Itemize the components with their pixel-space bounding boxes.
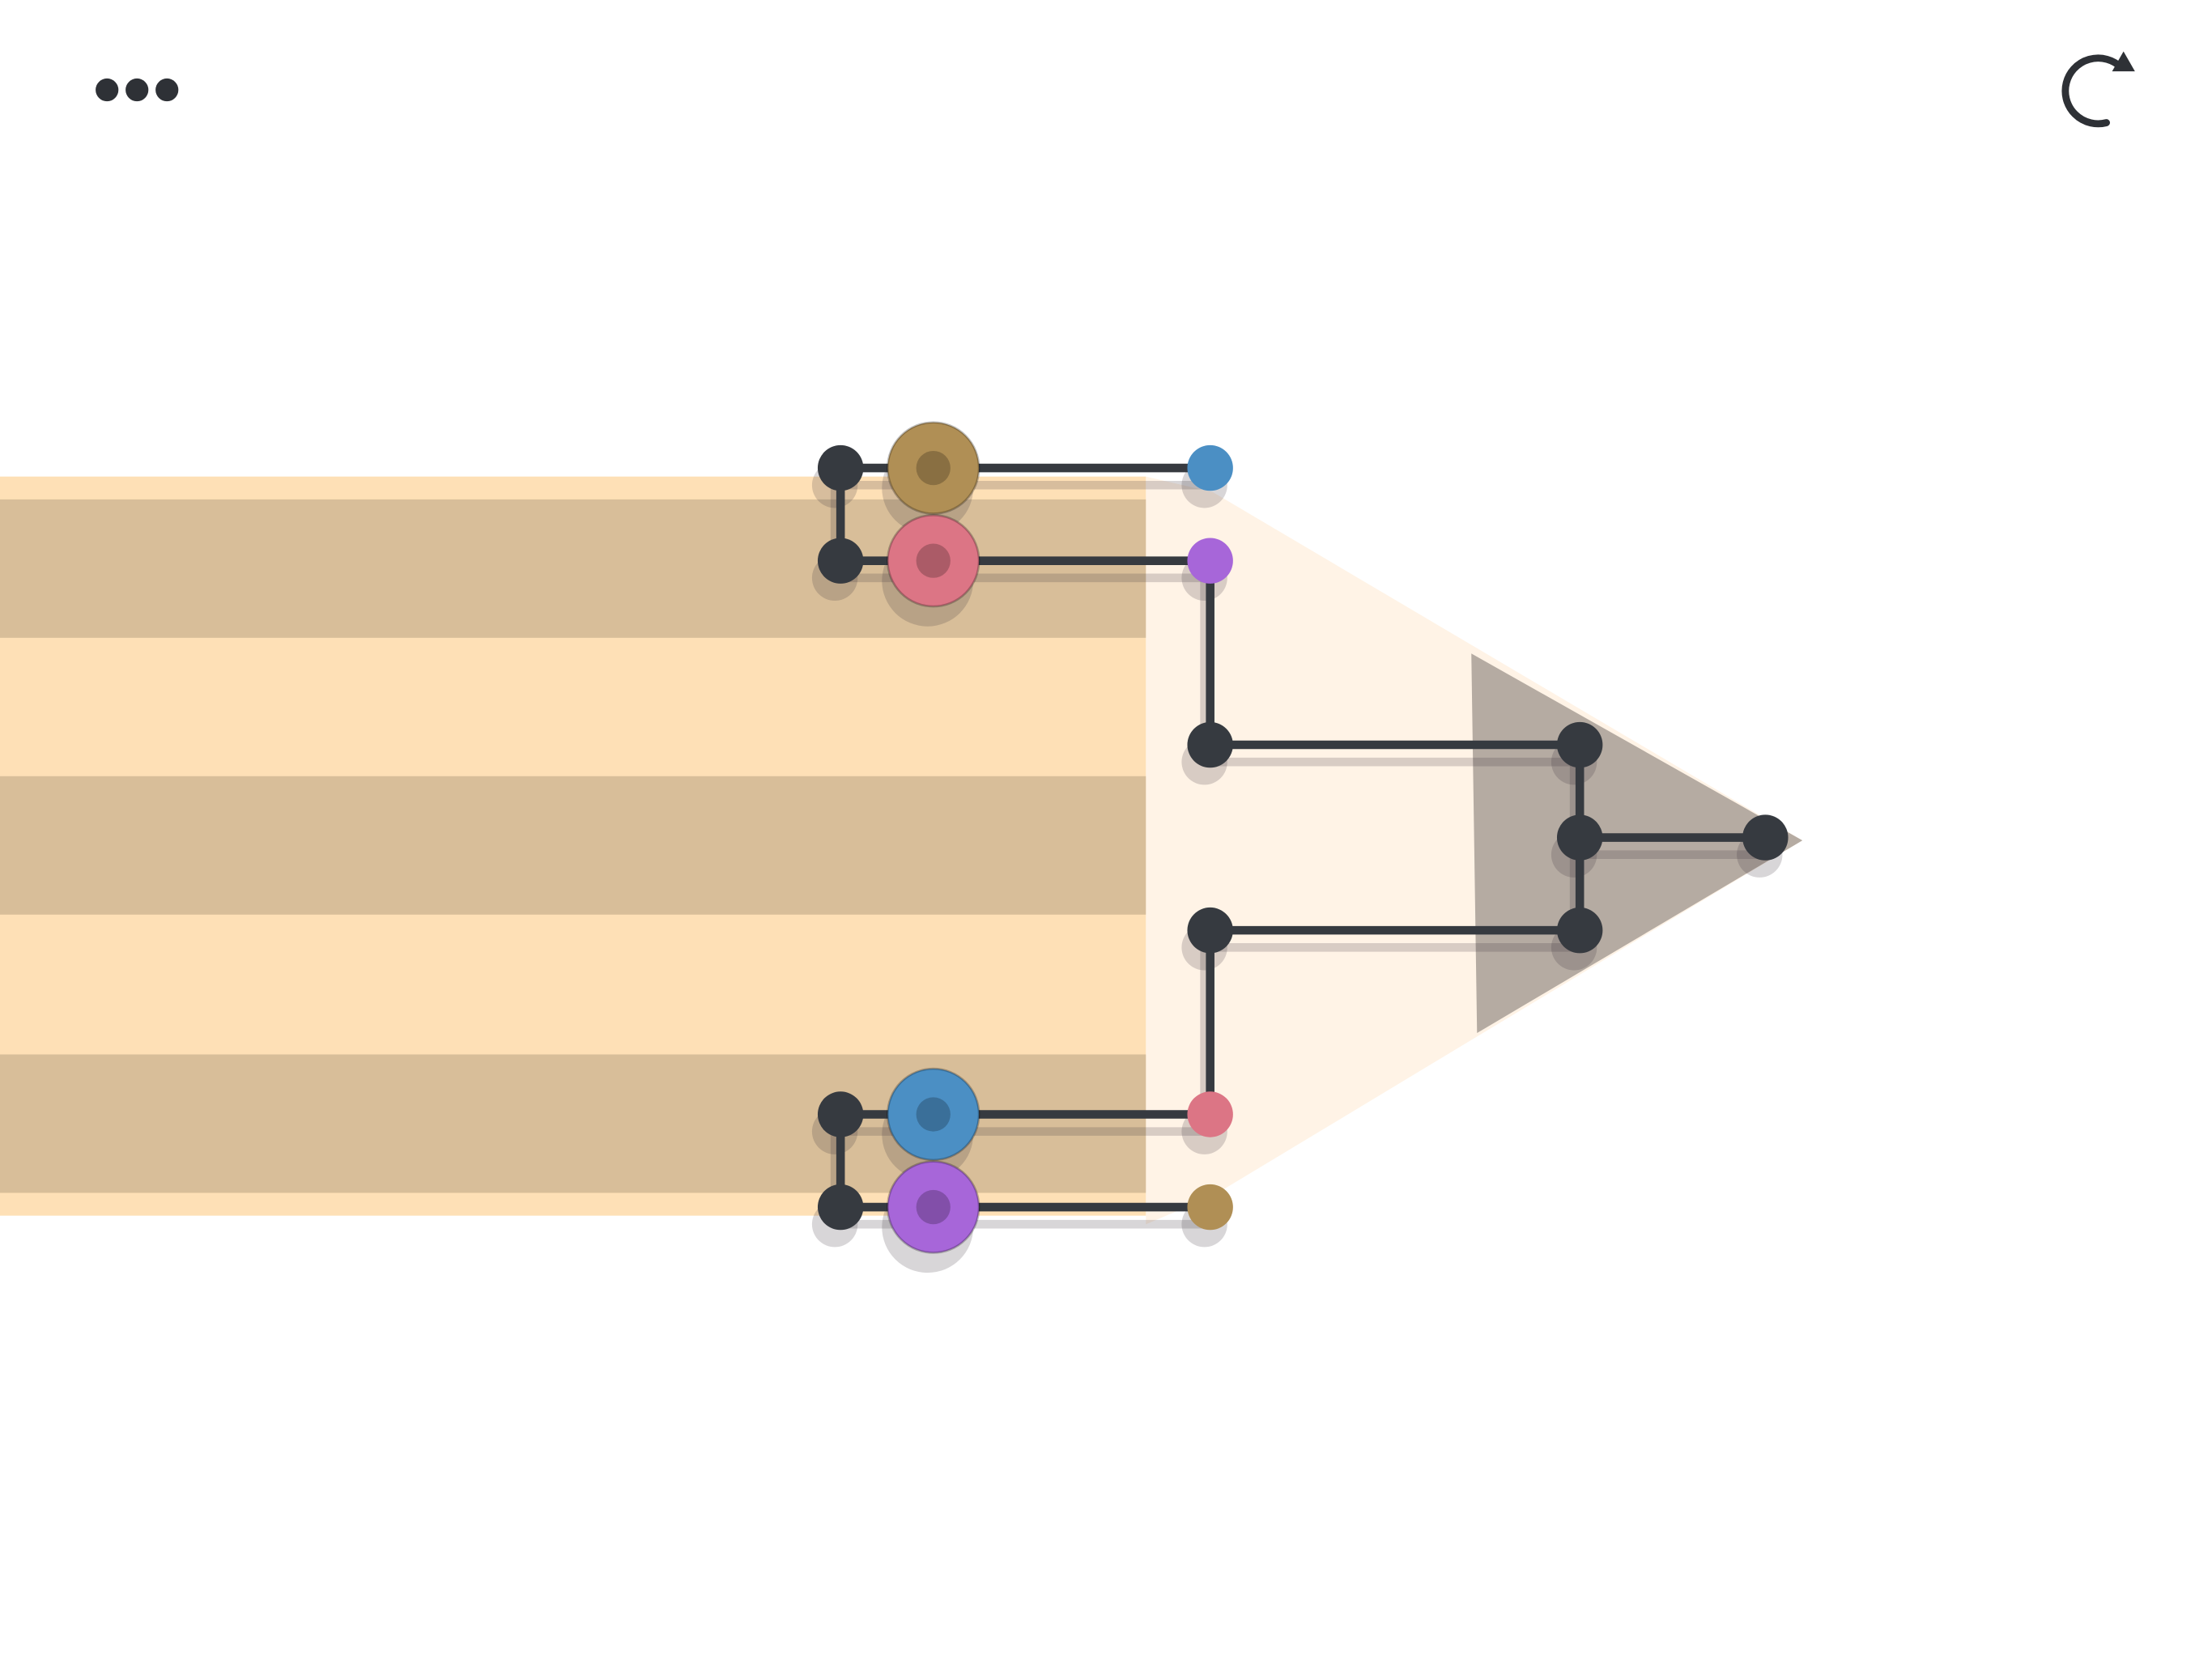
menu-button[interactable] [86, 64, 189, 113]
junction-node [1556, 721, 1603, 768]
target-pink [1187, 1091, 1233, 1137]
token-core [916, 1189, 951, 1225]
restart-button[interactable] [2055, 45, 2141, 131]
restart-arrow-icon [2112, 51, 2135, 72]
token-pink[interactable] [887, 513, 981, 608]
junction-node [1187, 721, 1233, 768]
token-core [916, 450, 951, 486]
stripe-dark [0, 776, 1146, 915]
more-horizontal-icon [125, 78, 149, 102]
junction-node [817, 538, 864, 584]
junction-node [1556, 814, 1603, 861]
junction-node [1556, 907, 1603, 954]
nodes [817, 421, 1789, 1254]
junction-node [1742, 814, 1789, 861]
token-core [916, 1097, 951, 1132]
restart-icon [2061, 54, 2125, 128]
junction-node [817, 444, 864, 491]
junction-node [817, 1184, 864, 1231]
funnel-light [1146, 476, 1803, 1225]
target-gold [1187, 1184, 1233, 1231]
junction-node [1187, 907, 1233, 954]
target-blue [1187, 444, 1233, 491]
junction-node [817, 1091, 864, 1137]
more-horizontal-icon [96, 78, 119, 102]
token-core [916, 543, 951, 578]
token-gold[interactable] [887, 421, 981, 515]
more-horizontal-icon [155, 78, 179, 102]
token-purple[interactable] [887, 1160, 981, 1254]
target-purple [1187, 538, 1233, 584]
token-blue[interactable] [887, 1067, 981, 1162]
